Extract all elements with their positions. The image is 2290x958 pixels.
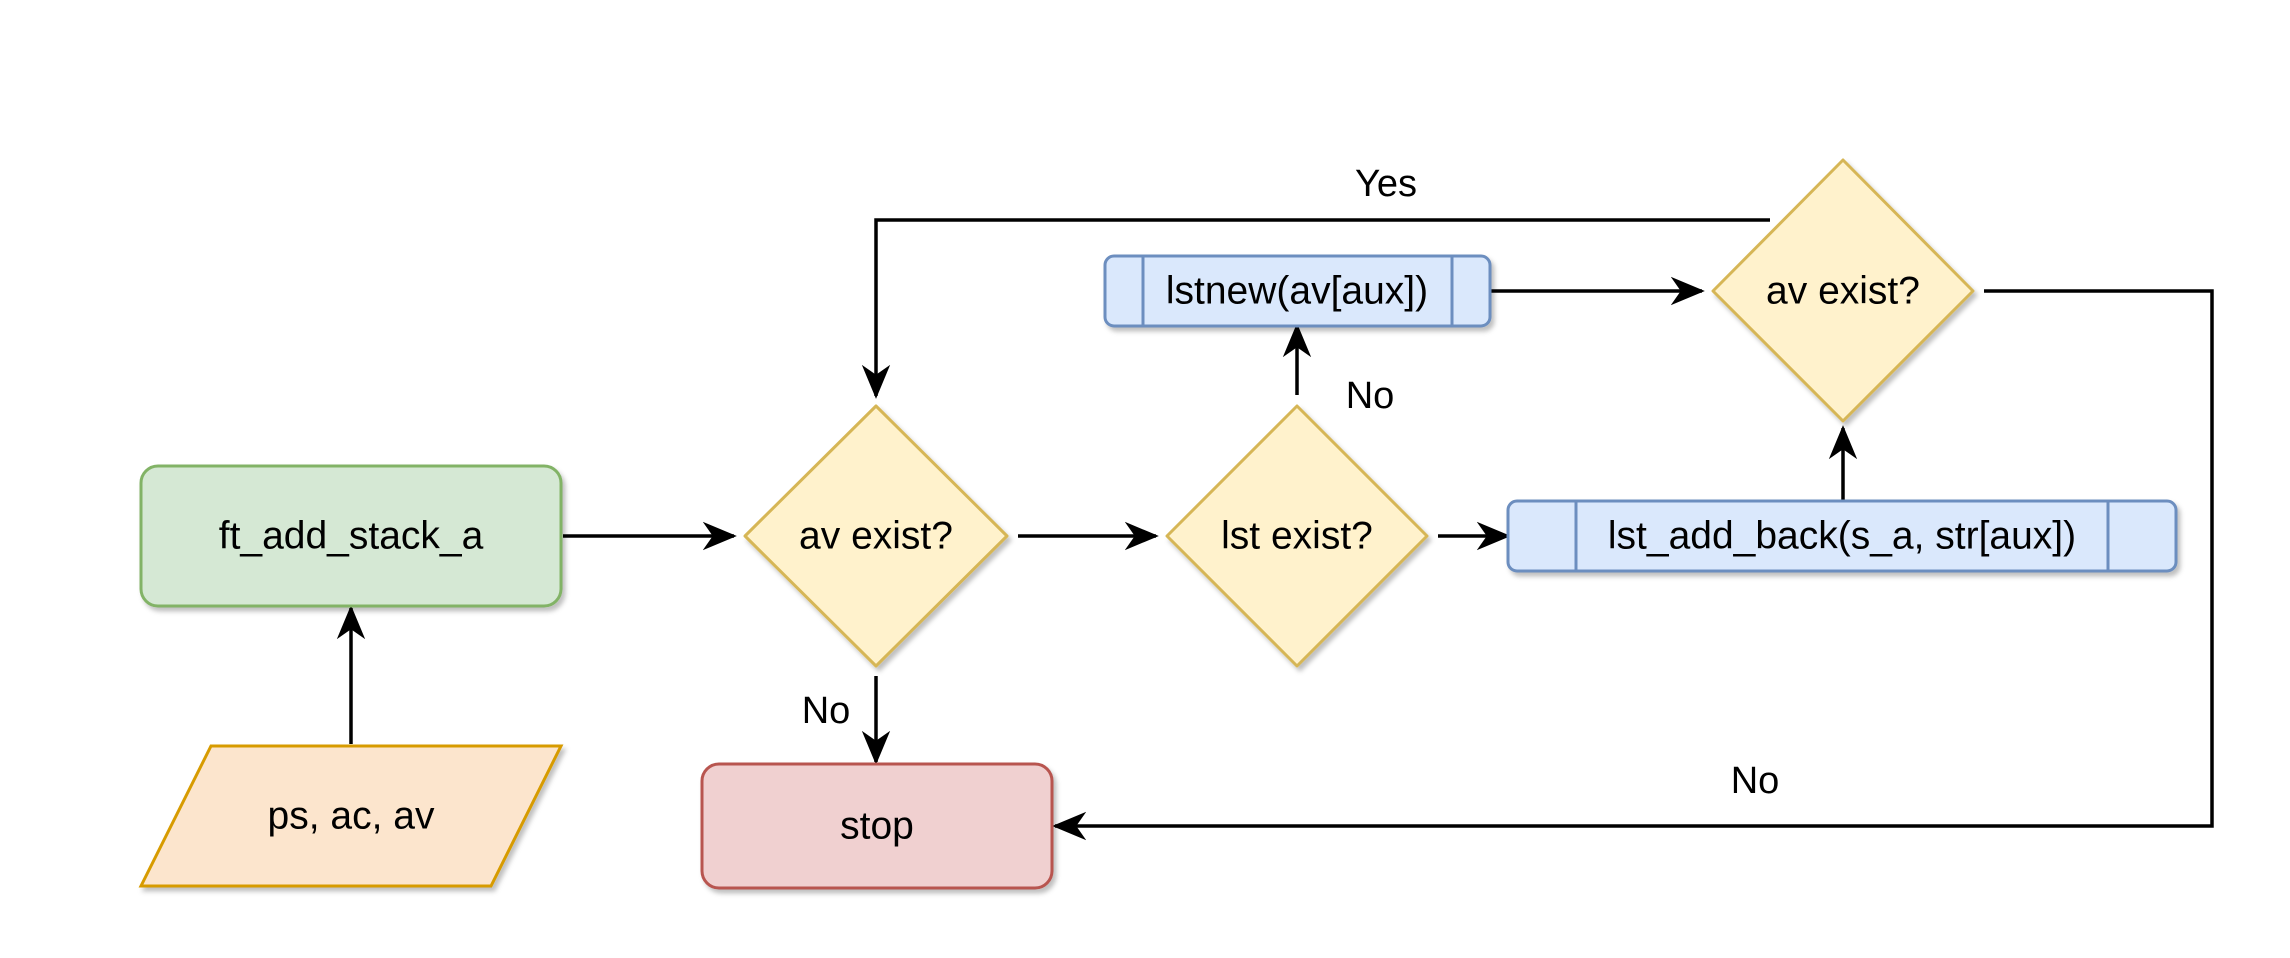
decision-lst-exist: lst exist? (1165, 404, 1429, 668)
edge-av-exist-2-to-stop (1052, 289, 2214, 841)
start-node-label: ft_add_stack_a (219, 515, 484, 558)
process-lst-add-back: lst_add_back(s_a, str[aux]) (1506, 499, 2178, 573)
edge-loop-yes (861, 218, 1770, 399)
edge-label-lst-no: No (1346, 375, 1395, 417)
stop-node: stop (700, 762, 1054, 890)
start-node: ft_add_stack_a (139, 464, 563, 608)
decision-av-exist-2-label: av exist? (1766, 270, 1920, 313)
edge-label-av-no: No (802, 690, 851, 732)
decision-av-exist-1-label: av exist? (799, 515, 953, 558)
decision-av-exist-1: av exist? (743, 404, 1009, 668)
decision-lst-exist-label: lst exist? (1221, 515, 1373, 558)
input-node-label: ps, ac, av (268, 795, 435, 838)
edge-label-yes: Yes (1355, 163, 1417, 205)
input-node: ps, ac, av (138, 744, 564, 888)
process-lstnew-label: lstnew(av[aux]) (1166, 270, 1428, 313)
process-lstnew: lstnew(av[aux]) (1103, 254, 1492, 328)
decision-av-exist-2: av exist? (1711, 158, 1975, 423)
process-lst-add-back-label: lst_add_back(s_a, str[aux]) (1608, 515, 2076, 558)
stop-node-label: stop (840, 805, 914, 848)
edge-label-bottom-no: No (1731, 760, 1780, 802)
